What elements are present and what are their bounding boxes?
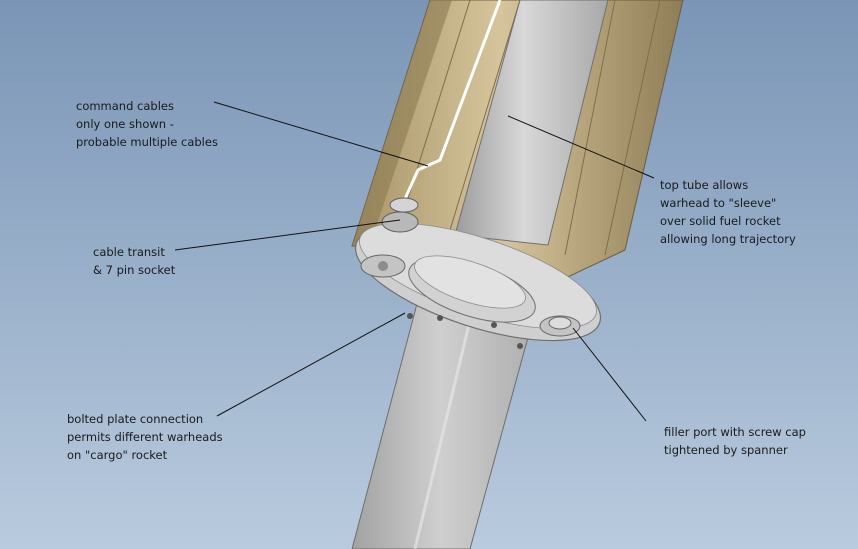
lower-tube-highlight: [413, 319, 472, 549]
label-line: probable multiple cables: [76, 135, 218, 149]
label-filler-port: filler port with screw cap tightened by …: [664, 423, 806, 459]
leader-bolted-plate: [216, 312, 406, 417]
sleeve-facet-line: [604, 0, 661, 256]
top-tube: [454, 0, 609, 246]
socket-top: [389, 197, 419, 213]
filler-cap: [548, 316, 572, 330]
bolt: [437, 315, 443, 321]
label-bolted-plate: bolted plate connection permits differen…: [67, 410, 223, 464]
leader-command-cables: [213, 101, 429, 167]
lug-hole: [378, 261, 388, 271]
bolt: [491, 322, 497, 328]
label-line: on "cargo" rocket: [67, 448, 168, 462]
leader-top-tube: [507, 115, 655, 179]
label-line: tightened by spanner: [664, 443, 788, 457]
leader-filler-port: [572, 327, 647, 422]
sleeve-facet-line: [564, 0, 616, 256]
sleeve-facet-line: [449, 0, 521, 231]
label-line: top tube allows: [660, 178, 749, 192]
label-top-tube: top tube allows warhead to "sleeve" over…: [660, 176, 796, 248]
label-line: permits different warheads: [67, 430, 223, 444]
label-line: command cables: [76, 99, 174, 113]
label-line: warhead to "sleeve": [660, 196, 777, 210]
label-line: cable transit: [93, 245, 165, 259]
bolt: [517, 343, 523, 349]
label-line: allowing long trajectory: [660, 232, 796, 246]
sleeve-dark-edge: [352, 0, 452, 246]
label-line: bolted plate connection: [67, 412, 204, 426]
command-cable: [398, 0, 502, 211]
leader-cable-transit: [174, 219, 401, 251]
label-line: & 7 pin socket: [93, 263, 176, 277]
label-command-cables: command cables only one shown - probable…: [76, 97, 218, 151]
bolt: [407, 313, 413, 319]
label-line: over solid fuel rocket: [660, 214, 781, 228]
label-line: only one shown -: [76, 117, 174, 131]
label-cable-transit: cable transit & 7 pin socket: [93, 243, 175, 279]
label-line: filler port with screw cap: [664, 425, 806, 439]
collar-ring-inner: [414, 255, 526, 309]
